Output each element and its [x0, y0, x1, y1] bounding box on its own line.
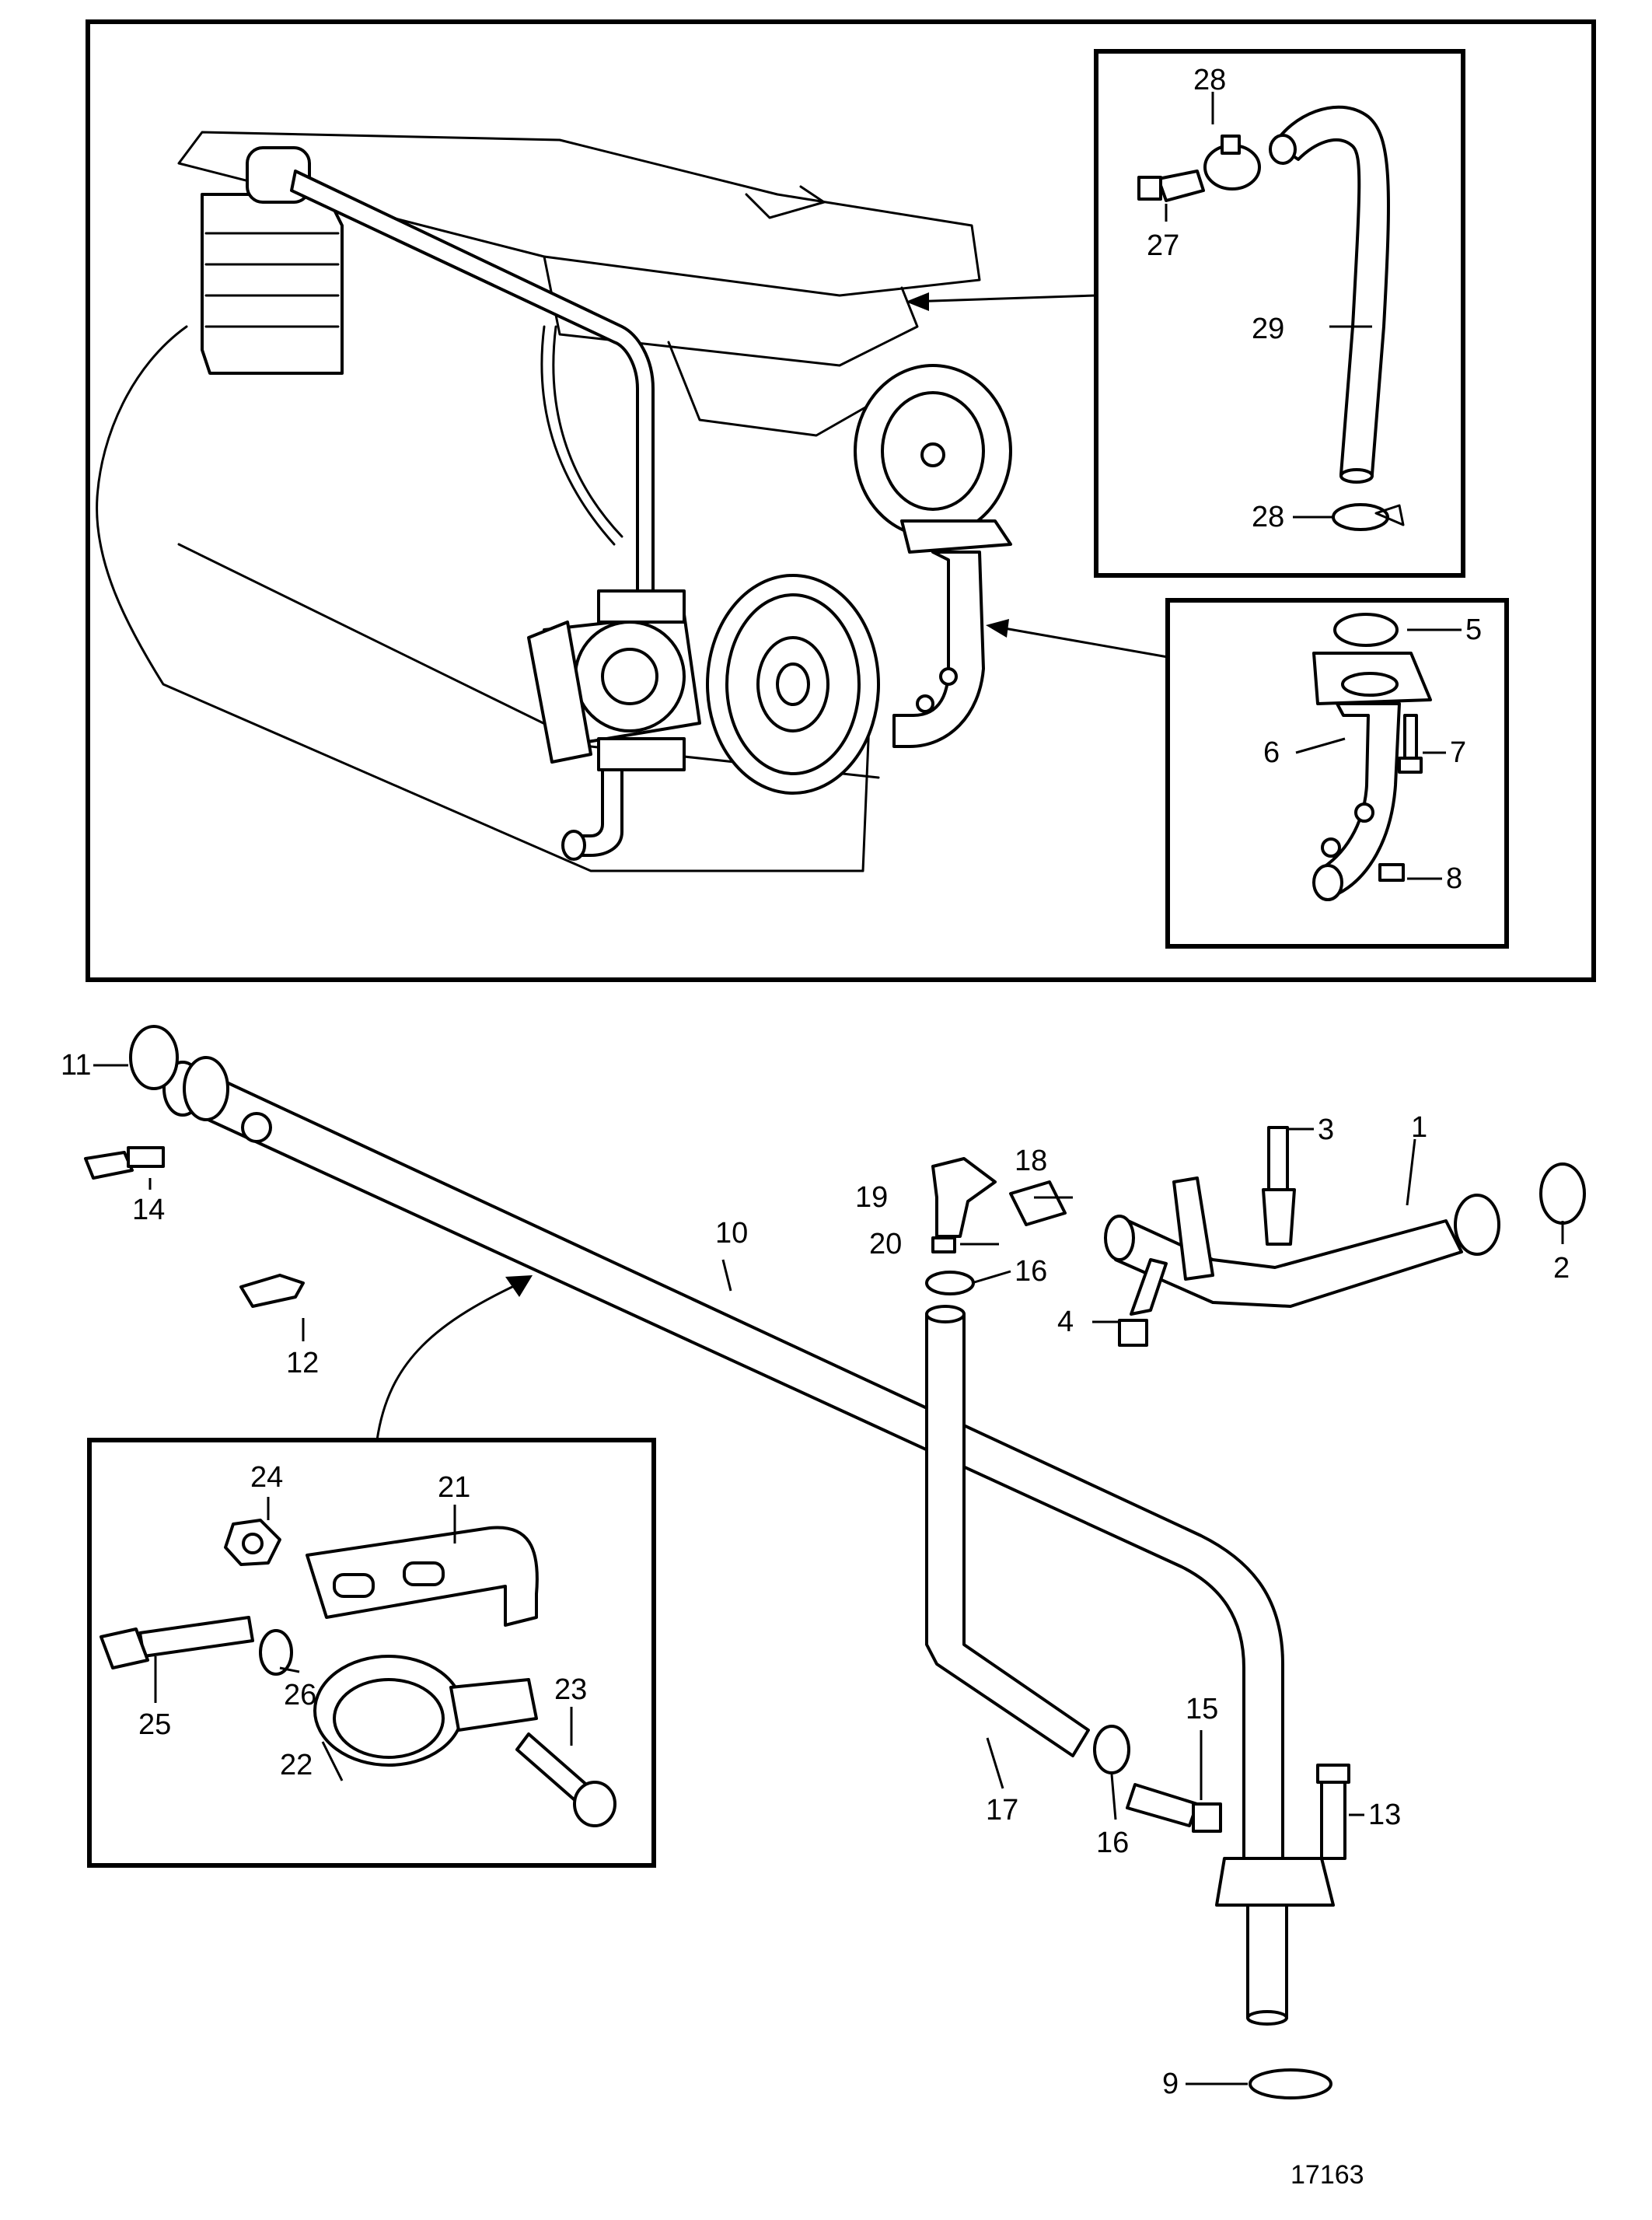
- callout-11: 11: [61, 1049, 91, 1082]
- callout-9: 9: [1162, 2068, 1179, 2100]
- pointer-hose-arrowhead: [906, 292, 929, 311]
- callout-3: 3: [1318, 1113, 1334, 1146]
- callout-29: 29: [1252, 313, 1284, 345]
- callout-7: 7: [1450, 736, 1466, 769]
- inset-elbow-panel: [1165, 598, 1509, 949]
- inset-hose-panel: [1094, 49, 1465, 578]
- pointer-elbow-arrowhead: [986, 619, 1009, 638]
- pointer-hose-arrow: [909, 294, 1097, 303]
- callout-25: 25: [138, 1708, 171, 1741]
- pipe-assembly: [84, 1025, 1586, 2099]
- inset-bracket-panel: [87, 1438, 656, 1868]
- callout-16-top: 16: [1015, 1255, 1047, 1288]
- callout-28-top: 28: [1193, 64, 1226, 96]
- callout-5: 5: [1465, 614, 1482, 646]
- callout-16-bottom: 16: [1096, 1827, 1129, 1859]
- engine-block-illustration: [96, 131, 1012, 872]
- callout-22: 22: [280, 1749, 313, 1781]
- callout-23: 23: [554, 1673, 587, 1706]
- callout-12: 12: [286, 1347, 319, 1379]
- callout-14: 14: [132, 1194, 165, 1226]
- pointer-elbow-arrow: [990, 624, 1168, 659]
- callout-1: 1: [1411, 1111, 1427, 1144]
- callout-15: 15: [1186, 1693, 1218, 1725]
- callout-17: 17: [986, 1794, 1018, 1827]
- callout-2: 2: [1553, 1252, 1570, 1285]
- callout-18: 18: [1015, 1145, 1047, 1177]
- callout-26: 26: [284, 1679, 316, 1711]
- callout-28-bottom: 28: [1252, 501, 1284, 533]
- callout-4: 4: [1057, 1306, 1074, 1338]
- callout-labels: 1 2 3 4 5 6 7 8 9 10 11 12 13 14 15 16 1…: [61, 64, 1570, 2190]
- callout-19: 19: [855, 1181, 888, 1214]
- callout-20: 20: [869, 1228, 902, 1260]
- callout-24: 24: [250, 1461, 283, 1494]
- callout-21: 21: [438, 1471, 470, 1504]
- callout-8: 8: [1446, 862, 1462, 895]
- figure-number: 17163: [1291, 2160, 1364, 2190]
- callout-13: 13: [1368, 1799, 1401, 1831]
- callout-27: 27: [1147, 229, 1179, 262]
- callout-6: 6: [1263, 736, 1280, 769]
- callout-10: 10: [715, 1217, 748, 1250]
- engine-overview-panel: [86, 19, 1596, 982]
